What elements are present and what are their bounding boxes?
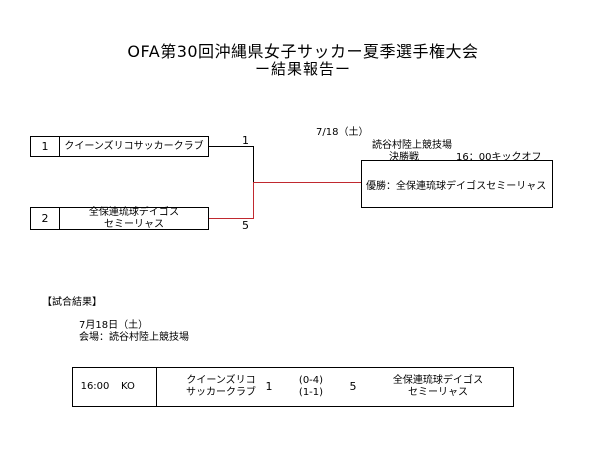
result-halves: (0-4) (1-1)	[289, 375, 333, 399]
results-heading: 【試合結果】	[42, 297, 102, 308]
winner-box: 優勝：全保連琉球デイゴスセミーリャス	[361, 160, 553, 208]
bracket-line-final	[253, 182, 361, 183]
result-home-team: クイーンズリコ サッカークラブ	[161, 375, 281, 399]
result-ko: KO	[121, 381, 135, 392]
page-title: OFA第30回沖縄県女子サッカー夏季選手権大会	[127, 42, 479, 61]
match-round: 決勝戦	[389, 152, 419, 163]
result-home-line2: サッカークラブ	[186, 387, 256, 398]
team2-name: 全保連琉球デイゴス セミーリャス	[59, 207, 209, 230]
match-venue: 読谷村陸上競技場	[372, 140, 452, 151]
team2-seed: 2	[30, 207, 60, 230]
team1-seed: 1	[30, 136, 60, 157]
result-half1: (0-4)	[298, 375, 324, 386]
results-date: 7月18日（土）	[79, 320, 149, 331]
team2-name-line1: 全保連琉球デイゴス	[88, 206, 180, 218]
results-venue: 会場：読谷村陸上競技場	[79, 332, 189, 343]
team1-name-text: クイーンズリコサッカークラブ	[64, 140, 204, 152]
kickoff-time: 16：00キックオフ	[456, 152, 542, 163]
team1-name: クイーンズリコサッカークラブ	[59, 136, 209, 157]
team2-score: 5	[242, 219, 249, 232]
bracket-line-vertical-top	[253, 146, 254, 182]
result-table-divider	[156, 368, 157, 406]
result-table: 16:00 KO クイーンズリコ サッカークラブ 1 (0-4) (1-1) 5…	[72, 367, 514, 407]
page-subtitle: ー結果報告ー	[254, 60, 351, 78]
match-date: 7/18（土）	[316, 127, 369, 138]
result-away-line2: セミーリャス	[408, 387, 468, 398]
bracket-line-team1	[209, 146, 253, 147]
result-away-score: 5	[349, 380, 357, 393]
bracket-line-vertical-bottom	[253, 182, 254, 218]
result-home-line1: クイーンズリコ	[186, 375, 256, 386]
team1-score: 1	[242, 134, 249, 147]
result-home-score: 1	[265, 380, 273, 393]
bracket-line-team2	[209, 218, 254, 219]
result-half2: (1-1)	[298, 387, 324, 398]
result-away-team: 全保連琉球デイゴス セミーリャス	[373, 375, 503, 399]
result-time: 16:00	[80, 381, 110, 392]
winner-text: 優勝：全保連琉球デイゴスセミーリャス	[366, 180, 547, 192]
result-away-line1: 全保連琉球デイゴス	[392, 375, 484, 386]
team2-name-line2: セミーリャス	[104, 218, 164, 230]
